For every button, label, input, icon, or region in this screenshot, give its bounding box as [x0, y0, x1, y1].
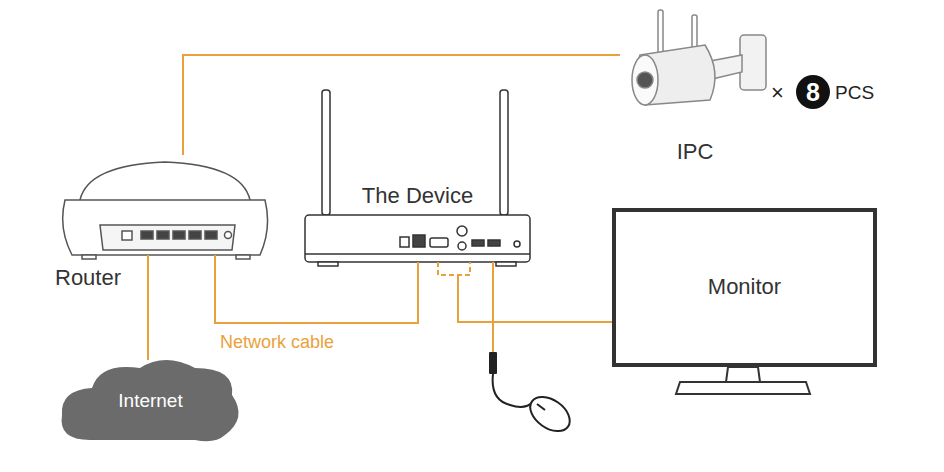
router-power-port	[122, 231, 132, 240]
cable-line	[458, 275, 612, 322]
usb-plug	[489, 352, 497, 374]
router-front	[63, 200, 268, 255]
camera-node: IPC	[620, 5, 770, 170]
node-label: Internet	[118, 390, 182, 413]
router-port	[173, 231, 185, 239]
audio-port	[457, 226, 467, 236]
nvr-foot	[318, 262, 338, 266]
usb-port	[488, 240, 500, 246]
unit-label: PCS	[835, 82, 874, 103]
cable-line	[215, 255, 418, 323]
antenna	[500, 90, 508, 215]
nvr-edge	[305, 253, 530, 255]
router-foot	[236, 255, 250, 259]
nvr-body	[305, 215, 530, 262]
node-label: IPC	[677, 139, 714, 165]
router-port	[189, 231, 201, 239]
mouse-wheel	[537, 404, 545, 410]
router-port	[157, 231, 169, 239]
count-number: 8	[796, 75, 830, 109]
cable-line	[183, 55, 620, 155]
vga-port	[430, 238, 448, 247]
node-label: Monitor	[708, 274, 781, 300]
audio-port	[458, 242, 466, 250]
camera-antenna	[658, 10, 663, 55]
cable-label-holder: Network cable	[218, 332, 336, 353]
power-port	[400, 237, 409, 247]
mouse-cable	[493, 374, 533, 407]
ground-screw	[514, 241, 520, 247]
hdmi-port	[472, 240, 484, 246]
device-node: The Device	[300, 85, 535, 275]
cable-label: Network cable	[218, 332, 336, 352]
mouse-wire	[492, 262, 494, 352]
count-badge	[796, 75, 830, 109]
camera-illustration	[632, 10, 766, 105]
port-bracket	[438, 262, 470, 275]
cloud-node: Internet	[58, 360, 243, 442]
multiplier-sign: ×	[771, 80, 784, 105]
router-reset	[225, 232, 232, 239]
monitor-neck	[726, 367, 760, 382]
unit-label-holder: PCS	[835, 82, 874, 104]
monitor-base	[676, 382, 810, 394]
camera-lens	[637, 72, 653, 88]
router-illustration	[63, 162, 268, 259]
monitor-box: Monitor	[612, 208, 877, 367]
router-port	[141, 231, 153, 239]
router-port	[205, 231, 217, 239]
nvr-illustration	[305, 90, 530, 266]
camera-mount	[740, 35, 766, 90]
node-label: Router	[55, 265, 121, 291]
count-number-holder: 8	[796, 75, 830, 109]
monitor-stand	[676, 367, 810, 394]
antenna	[322, 90, 330, 215]
cable-line	[147, 255, 149, 360]
mouse-body	[524, 390, 576, 438]
router-shell	[80, 162, 250, 200]
multiplier-sign-holder: ×	[771, 80, 784, 106]
node-label: The Device	[362, 183, 473, 209]
router-node: Router	[50, 155, 275, 295]
router-panel	[100, 225, 235, 250]
camera-face	[632, 55, 658, 105]
cloud-shape	[62, 360, 239, 441]
router-foot	[82, 255, 96, 259]
lan-port	[413, 235, 425, 247]
nvr-foot	[496, 262, 516, 266]
